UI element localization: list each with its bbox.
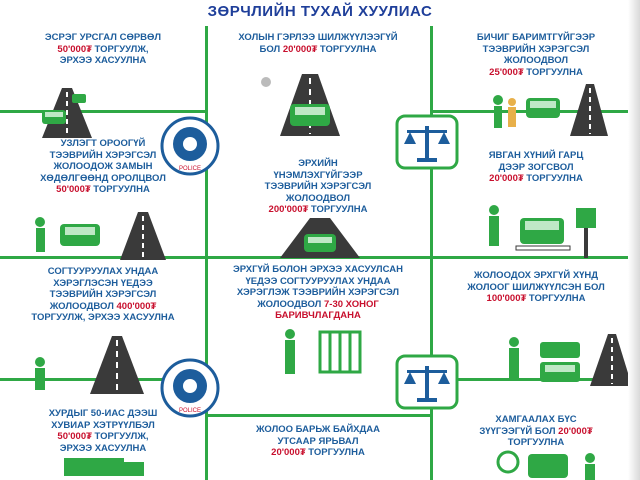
road-person-icon [35,336,144,394]
rule-text: ЖОЛООДОХ ЭРХГҮЙ ХҮНД ЖОЛООГ ШИЛЖҮҮЛСЭН Б… [467,270,605,304]
rule-text: СОГТУУРУУЛАХ УНДАА ХЭРЭГЛЭСЭН ҮЕДЭЭ ТЭЭВ… [31,266,175,323]
rule-text: ХОЛЫН ГЭРЛЭЭ ШИЛЖҮҮЛЭЭГҮЙ БОЛ 20'000₮ ТО… [238,32,398,55]
rule-text: ЯВГАН ХҮНИЙ ГАРЦ ДЭЭР ЗОГСВОЛ 20'000₮ ТО… [488,150,584,184]
page-title: ЗӨРЧЛИЙН ТУХАЙ ХУУЛИАС [0,0,640,26]
emblem-label: POLICE [179,408,201,414]
rule-text: ХАМГААЛАХ БҮС ЗҮҮГЭЭГҮЙ БОЛ 20'000₮ ТОРГ… [479,414,593,448]
road-car-icon [493,84,608,136]
scales-icon [395,354,459,410]
phone-driver-icon [496,450,595,480]
emblem-label: POLICE [179,166,201,172]
crosswalk-icon [489,205,596,258]
police-emblem-icon: POLICE [160,358,220,418]
divider [430,26,433,480]
road-car-icon [261,74,340,136]
divider [205,414,430,417]
truck-icon [64,458,144,476]
police-emblem-icon: POLICE [160,116,220,176]
page-edge-shadow [628,0,640,480]
rule-text: ХУРДЫГ 50-ИАС ДЭЭШ ХУВИАР ХЭТРҮҮЛБЭЛ 50'… [48,408,158,454]
rule-text: БИЧИГ БАРИМТГҮЙГЭЭР ТЭЭВРИЙН ХЭРЭГСЭЛ ЖО… [476,32,596,78]
divider [205,26,208,480]
rule-text: ЭРХГҮЙ БОЛОН ЭРХЭЭ ХАСУУЛСАН ҮЕДЭЭ СОГТУ… [233,264,403,321]
road-car-icon [509,334,632,386]
road-car-icon [35,212,166,260]
jail-icon [285,329,362,374]
rule-text: УЗЛЭГТ ОРООГҮЙ ТЭЭВРИЙН ХЭРЭГСЭЛ ЖОЛООДО… [40,138,166,195]
rule-text: ЭСРЭГ УРСГАЛ СӨРВӨЛ 50'000₮ ТОРГУУЛЖ, ЭР… [44,32,162,66]
road-car-icon [280,218,360,258]
rule-text: ЖОЛОО БАРЬЖ БАЙХДАА УТСААР ЯРЬВАЛ 20'000… [255,424,381,458]
divider [0,110,205,113]
scales-icon [395,114,459,170]
road-car-icon [42,88,92,138]
rule-text: ЭРХИЙН ҮНЭМЛЭХГҮЙГЭЭР ТЭЭВРИЙН ХЭРЭГСЭЛ … [264,158,372,215]
divider [430,378,640,381]
